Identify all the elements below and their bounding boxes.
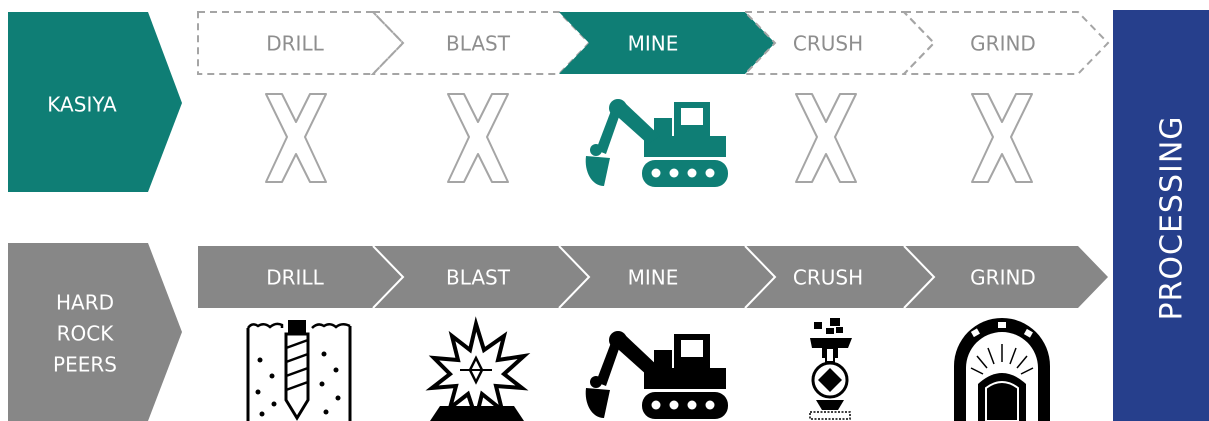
- peers-process-bar: DRILL BLAST MINE CRUSH GRIND: [198, 245, 1108, 309]
- hard-rock-peers-row: HARD ROCK PEERS DRILL BLAST MINE CRUSH G…: [8, 243, 1108, 421]
- kasiya-step-grind-shape: [901, 11, 1110, 75]
- kasiya-step-grind-label: GRIND: [970, 32, 1036, 56]
- peers-divider-3: [744, 245, 777, 309]
- kasiya-blast-x-icon: [447, 93, 509, 183]
- kasiya-label-chevron: [8, 12, 182, 192]
- kasiya-mine-excavator-icon: [585, 99, 728, 187]
- kasiya-step-drill-shape: [197, 11, 405, 75]
- peers-step-crush-label: CRUSH: [793, 266, 863, 290]
- kasiya-grind-x-icon: [971, 93, 1033, 183]
- peers-divider-2: [558, 245, 591, 309]
- kasiya-step-mine-label: MINE: [628, 32, 679, 56]
- kasiya-step-blast-label: BLAST: [446, 32, 511, 56]
- kasiya-label: KASIYA: [47, 93, 117, 117]
- peers-step-blast-label: BLAST: [446, 266, 511, 290]
- peers-step-mine-label: MINE: [628, 266, 679, 290]
- kasiya-step-mine-shape: [559, 12, 775, 74]
- kasiya-step-drill-label: DRILL: [266, 32, 324, 56]
- peers-step-grind-label: GRIND: [970, 266, 1036, 290]
- peers-label-line-3: PEERS: [53, 353, 117, 377]
- peers-grinding-mill-icon: [954, 318, 1050, 421]
- peers-divider-4: [903, 245, 936, 309]
- peers-label-line-1: HARD: [56, 291, 114, 315]
- peers-crusher-icon: [809, 318, 852, 420]
- peers-blast-icon: [425, 316, 531, 421]
- kasiya-crush-x-icon: [795, 93, 857, 183]
- peers-label-chevron: [8, 243, 182, 421]
- peers-mine-excavator-icon: [585, 331, 728, 419]
- kasiya-process-bar: DRILL BLAST MINE CRUSH GRIND: [197, 11, 1110, 75]
- processing-bar-fill: [1113, 10, 1209, 421]
- peers-process-bar-fill: [198, 246, 1108, 308]
- processing-label: PROCESSING: [1155, 115, 1190, 320]
- peers-drill-icon: [246, 320, 352, 421]
- kasiya-step-crush-label: CRUSH: [793, 32, 863, 56]
- kasiya-row: KASIYA DRILL BLAST MINE CRUSH GRIND: [8, 11, 1110, 192]
- peers-divider-1: [372, 245, 405, 309]
- peers-step-drill-label: DRILL: [266, 266, 324, 290]
- processing-bar: PROCESSING: [1113, 10, 1209, 421]
- kasiya-drill-x-icon: [265, 93, 327, 183]
- peers-label-line-2: ROCK: [57, 322, 115, 346]
